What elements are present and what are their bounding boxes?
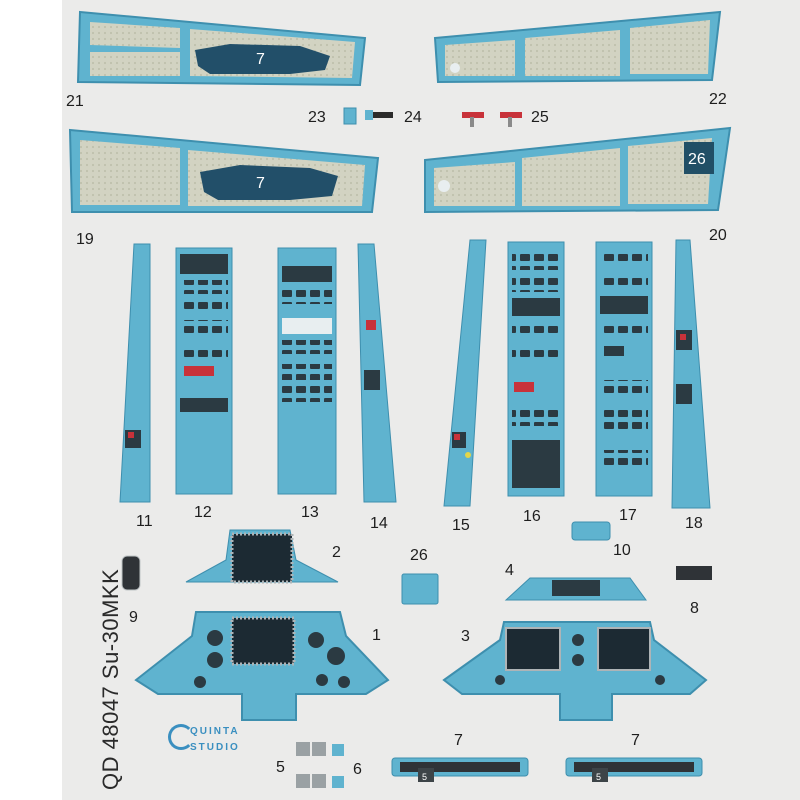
part-number-15: 15	[452, 517, 470, 534]
part-number-3: 3	[461, 628, 470, 645]
mark-26-badge: 26	[688, 151, 706, 168]
brand-line-1: QUINTA	[190, 726, 240, 737]
part-number-12: 12	[194, 504, 212, 521]
part-number-22: 22	[709, 91, 727, 108]
panel-2	[185, 529, 339, 584]
part-number-13: 13	[301, 504, 319, 521]
part-number-14: 14	[370, 515, 388, 532]
piece-10	[571, 521, 611, 541]
part-number-25: 25	[531, 109, 549, 126]
part-number-6: 6	[353, 761, 362, 778]
part-number-20: 20	[709, 227, 727, 244]
panel-4	[504, 577, 647, 601]
piece-8	[676, 566, 712, 580]
part-number-18: 18	[685, 515, 703, 532]
panel-12	[175, 247, 233, 495]
panel-18	[671, 239, 711, 509]
part-number-8: 8	[690, 600, 699, 617]
frame-7-left	[391, 757, 529, 782]
panel-16	[507, 241, 565, 497]
side-console-19	[68, 128, 380, 213]
part-number-16: 16	[523, 508, 541, 525]
part-number-9: 9	[129, 609, 138, 626]
panel-11	[119, 243, 151, 503]
pieces-6	[332, 744, 344, 788]
part-number-7-left: 7	[454, 732, 463, 749]
piece-9	[121, 555, 141, 591]
part-number-19: 19	[76, 231, 94, 248]
panel-13	[277, 247, 337, 495]
part-number-2: 2	[332, 544, 341, 561]
part-number-4: 4	[505, 562, 514, 579]
mark-7-top: 7	[256, 51, 265, 68]
panel-15	[443, 239, 487, 507]
mark-7-mid: 7	[256, 175, 265, 192]
main-panel-1	[134, 611, 390, 721]
mark-5-right: 5	[596, 772, 601, 782]
mark-5-left: 5	[422, 772, 427, 782]
piece-23	[343, 107, 357, 125]
part-number-17: 17	[619, 507, 637, 524]
product-code: QD 48047 Su-30MKK	[98, 568, 123, 790]
side-console-21	[76, 10, 367, 87]
piece-24	[365, 112, 393, 118]
panel-17	[595, 241, 653, 497]
pieces-5	[296, 742, 326, 788]
frame-7-right	[565, 757, 703, 782]
main-panel-3	[442, 621, 708, 721]
brand-mark-icon	[168, 724, 194, 750]
part-number-23: 23	[308, 109, 326, 126]
side-console-22	[433, 10, 722, 84]
part-number-1: 1	[372, 627, 381, 644]
piece-25	[462, 112, 522, 127]
part-number-10: 10	[613, 542, 631, 559]
part-number-26: 26	[410, 547, 428, 564]
side-console-20	[424, 126, 732, 214]
piece-26	[401, 573, 439, 605]
part-number-24: 24	[404, 109, 422, 126]
part-number-5: 5	[276, 759, 285, 776]
part-number-7-right: 7	[631, 732, 640, 749]
brand-logo: QUINTA STUDIO	[168, 720, 238, 760]
brand-line-2: STUDIO	[190, 742, 240, 753]
part-number-11: 11	[136, 513, 153, 530]
part-number-21: 21	[66, 93, 84, 110]
